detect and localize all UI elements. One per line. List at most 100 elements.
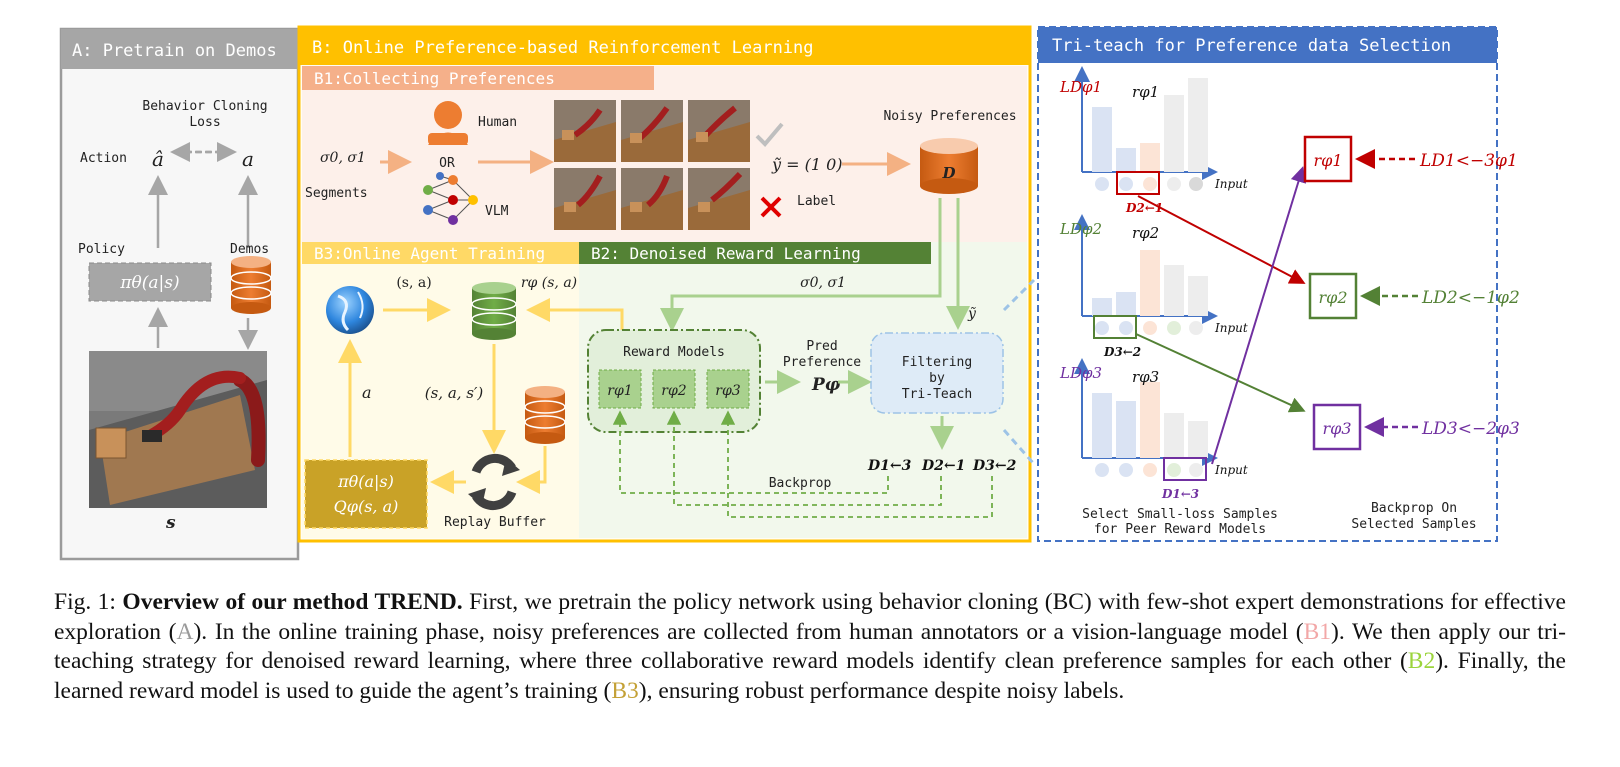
panel-b: B: Online Preference-based Reinforcement… xyxy=(297,25,1036,543)
r-phi2-chart: rφ2 xyxy=(1132,224,1159,242)
d32-label: D3←2 xyxy=(972,458,1017,474)
reward-model-3 xyxy=(706,369,750,409)
r-phi3-chart: rφ3 xyxy=(1132,368,1159,386)
state-symbol: s xyxy=(165,513,176,533)
d32-chart: D3←2 xyxy=(1103,345,1141,359)
policy-fn-b3: πθ(a|s) xyxy=(337,472,394,491)
loss-2: LD2<−1φ2 xyxy=(1421,288,1520,308)
demos-label: Demos xyxy=(230,242,269,257)
or-label: OR xyxy=(439,156,455,171)
vlm-label: VLM xyxy=(485,204,509,219)
caption-title: Overview of our method TREND. xyxy=(122,589,463,615)
sas-label: (s, a, s′) xyxy=(425,384,484,402)
preference-label: Preference xyxy=(783,355,861,370)
svg-text:rφ2: rφ2 xyxy=(1318,288,1347,307)
panel-b-title: B: Online Preference-based Reinforcement… xyxy=(312,38,814,58)
svg-text:Input: Input xyxy=(1214,177,1248,191)
b3-title: B3:Online Agent Training xyxy=(314,244,545,263)
svg-text:rφ1: rφ1 xyxy=(607,383,632,399)
reward-model-1 xyxy=(598,369,642,409)
vlm-network-icon xyxy=(423,172,478,225)
backprop-paths xyxy=(612,410,993,518)
pred-label: Pred xyxy=(806,339,837,354)
bc-loss-label-2: Loss xyxy=(189,115,220,130)
human-icon xyxy=(428,101,468,145)
globe-icon xyxy=(326,286,374,334)
checkmark-icon xyxy=(755,122,784,147)
policy-box xyxy=(88,262,212,302)
policy-q-box xyxy=(304,459,428,529)
sigma-b2: σ0, σ1 xyxy=(800,275,846,291)
panel-a-title: A: Pretrain on Demos xyxy=(72,41,277,61)
figure-caption: Fig. 1: Overview of our method TREND. Fi… xyxy=(54,589,1566,704)
loss-chart-1 xyxy=(1074,66,1218,195)
ld-phi1: LDφ1 xyxy=(1059,78,1102,96)
svg-text:Filtering: Filtering xyxy=(902,355,972,370)
svg-text:rφ3: rφ3 xyxy=(1322,419,1351,438)
cross-icon xyxy=(760,196,782,218)
svg-text:rφ1: rφ1 xyxy=(1313,151,1342,170)
policy-label: Policy xyxy=(78,242,125,257)
a-symbol: a xyxy=(242,147,254,171)
policy-function: πθ(a|s) xyxy=(119,273,179,293)
label-label: Label xyxy=(797,194,836,209)
noisy-preferences-label: Noisy Preferences xyxy=(883,109,1016,124)
q-fn-b3: Qφ(s, a) xyxy=(334,497,399,516)
noisy-preferences-database-icon xyxy=(920,138,978,194)
d-symbol: D xyxy=(941,164,955,182)
loss-chart-2 xyxy=(1074,214,1218,339)
thumbnail-bottom-3 xyxy=(688,168,750,230)
svg-text:by: by xyxy=(929,371,945,386)
svg-text:Tri-Teach: Tri-Teach xyxy=(902,387,972,402)
y-tilde-vector: ỹ = (1 0) xyxy=(771,155,843,174)
backprop-on-label-2: Selected Samples xyxy=(1351,517,1476,532)
human-label: Human xyxy=(478,115,517,130)
a-hat-symbol: â xyxy=(152,147,164,171)
recycle-icon xyxy=(468,453,520,511)
sigma-segments: σ0, σ1 xyxy=(320,150,366,166)
r-phi3-box xyxy=(1312,403,1362,451)
y-tilde-b2: ỹ xyxy=(967,306,977,322)
svg-text:Input: Input xyxy=(1214,321,1248,335)
backprop-on-label-1: Backprop On xyxy=(1371,501,1457,516)
thumbnail-bottom-2 xyxy=(621,168,683,230)
r-phi2-box xyxy=(1308,272,1358,320)
reward-models-label: Reward Models xyxy=(623,345,725,360)
svg-text:rφ2: rφ2 xyxy=(661,383,686,399)
action-label: Action xyxy=(80,151,127,166)
r-phi1-chart: rφ1 xyxy=(1132,83,1159,101)
segment-thumbnails xyxy=(554,100,750,230)
filtering-box xyxy=(870,332,1004,414)
loss-1: LD1<−3φ1 xyxy=(1419,151,1518,171)
method-overview-diagram: A: Pretrain on Demos Behavior Cloning Lo… xyxy=(59,25,1520,561)
bc-loss-label: Behavior Cloning xyxy=(142,99,267,114)
panel-a: A: Pretrain on Demos Behavior Cloning Lo… xyxy=(59,27,300,561)
loss-chart-3 xyxy=(1074,358,1218,481)
thumbnail-top-2 xyxy=(621,100,683,162)
thumbnail-top-1 xyxy=(554,100,616,162)
loss-3: LD3<−2φ3 xyxy=(1421,419,1520,439)
ld-phi2: LDφ2 xyxy=(1059,220,1102,238)
backprop-label: Backprop xyxy=(769,476,832,491)
thumbnail-top-3 xyxy=(688,100,750,162)
replay-database-icon-green xyxy=(471,282,517,340)
select-label-1: Select Small-loss Samples xyxy=(1082,507,1278,522)
robot-scene-image xyxy=(89,351,267,508)
b2-title: B2: Denoised Reward Learning xyxy=(591,244,861,263)
sa-label: (s, a) xyxy=(396,275,431,291)
select-label-2: for Peer Reward Models xyxy=(1094,522,1266,537)
segments-label: Segments xyxy=(305,186,368,201)
demos-database-icon xyxy=(230,256,272,314)
p-phi-symbol: Pφ xyxy=(811,375,841,395)
b1-title: B1:Collecting Preferences xyxy=(314,69,555,88)
svg-text:rφ3: rφ3 xyxy=(715,383,740,399)
svg-text:Input: Input xyxy=(1214,463,1248,477)
a-action: a xyxy=(362,383,372,402)
r-phi-sa-label: rφ (s, a) xyxy=(521,275,577,291)
replay-buffer-label: Replay Buffer xyxy=(444,515,546,530)
d21-label: D2←1 xyxy=(921,458,965,474)
panel-c-title: Tri-teach for Preference data Selection xyxy=(1052,36,1451,56)
r-phi1-box xyxy=(1303,135,1353,183)
replay-database-icon-orange xyxy=(524,386,566,444)
thumbnail-bottom-1 xyxy=(554,168,616,230)
